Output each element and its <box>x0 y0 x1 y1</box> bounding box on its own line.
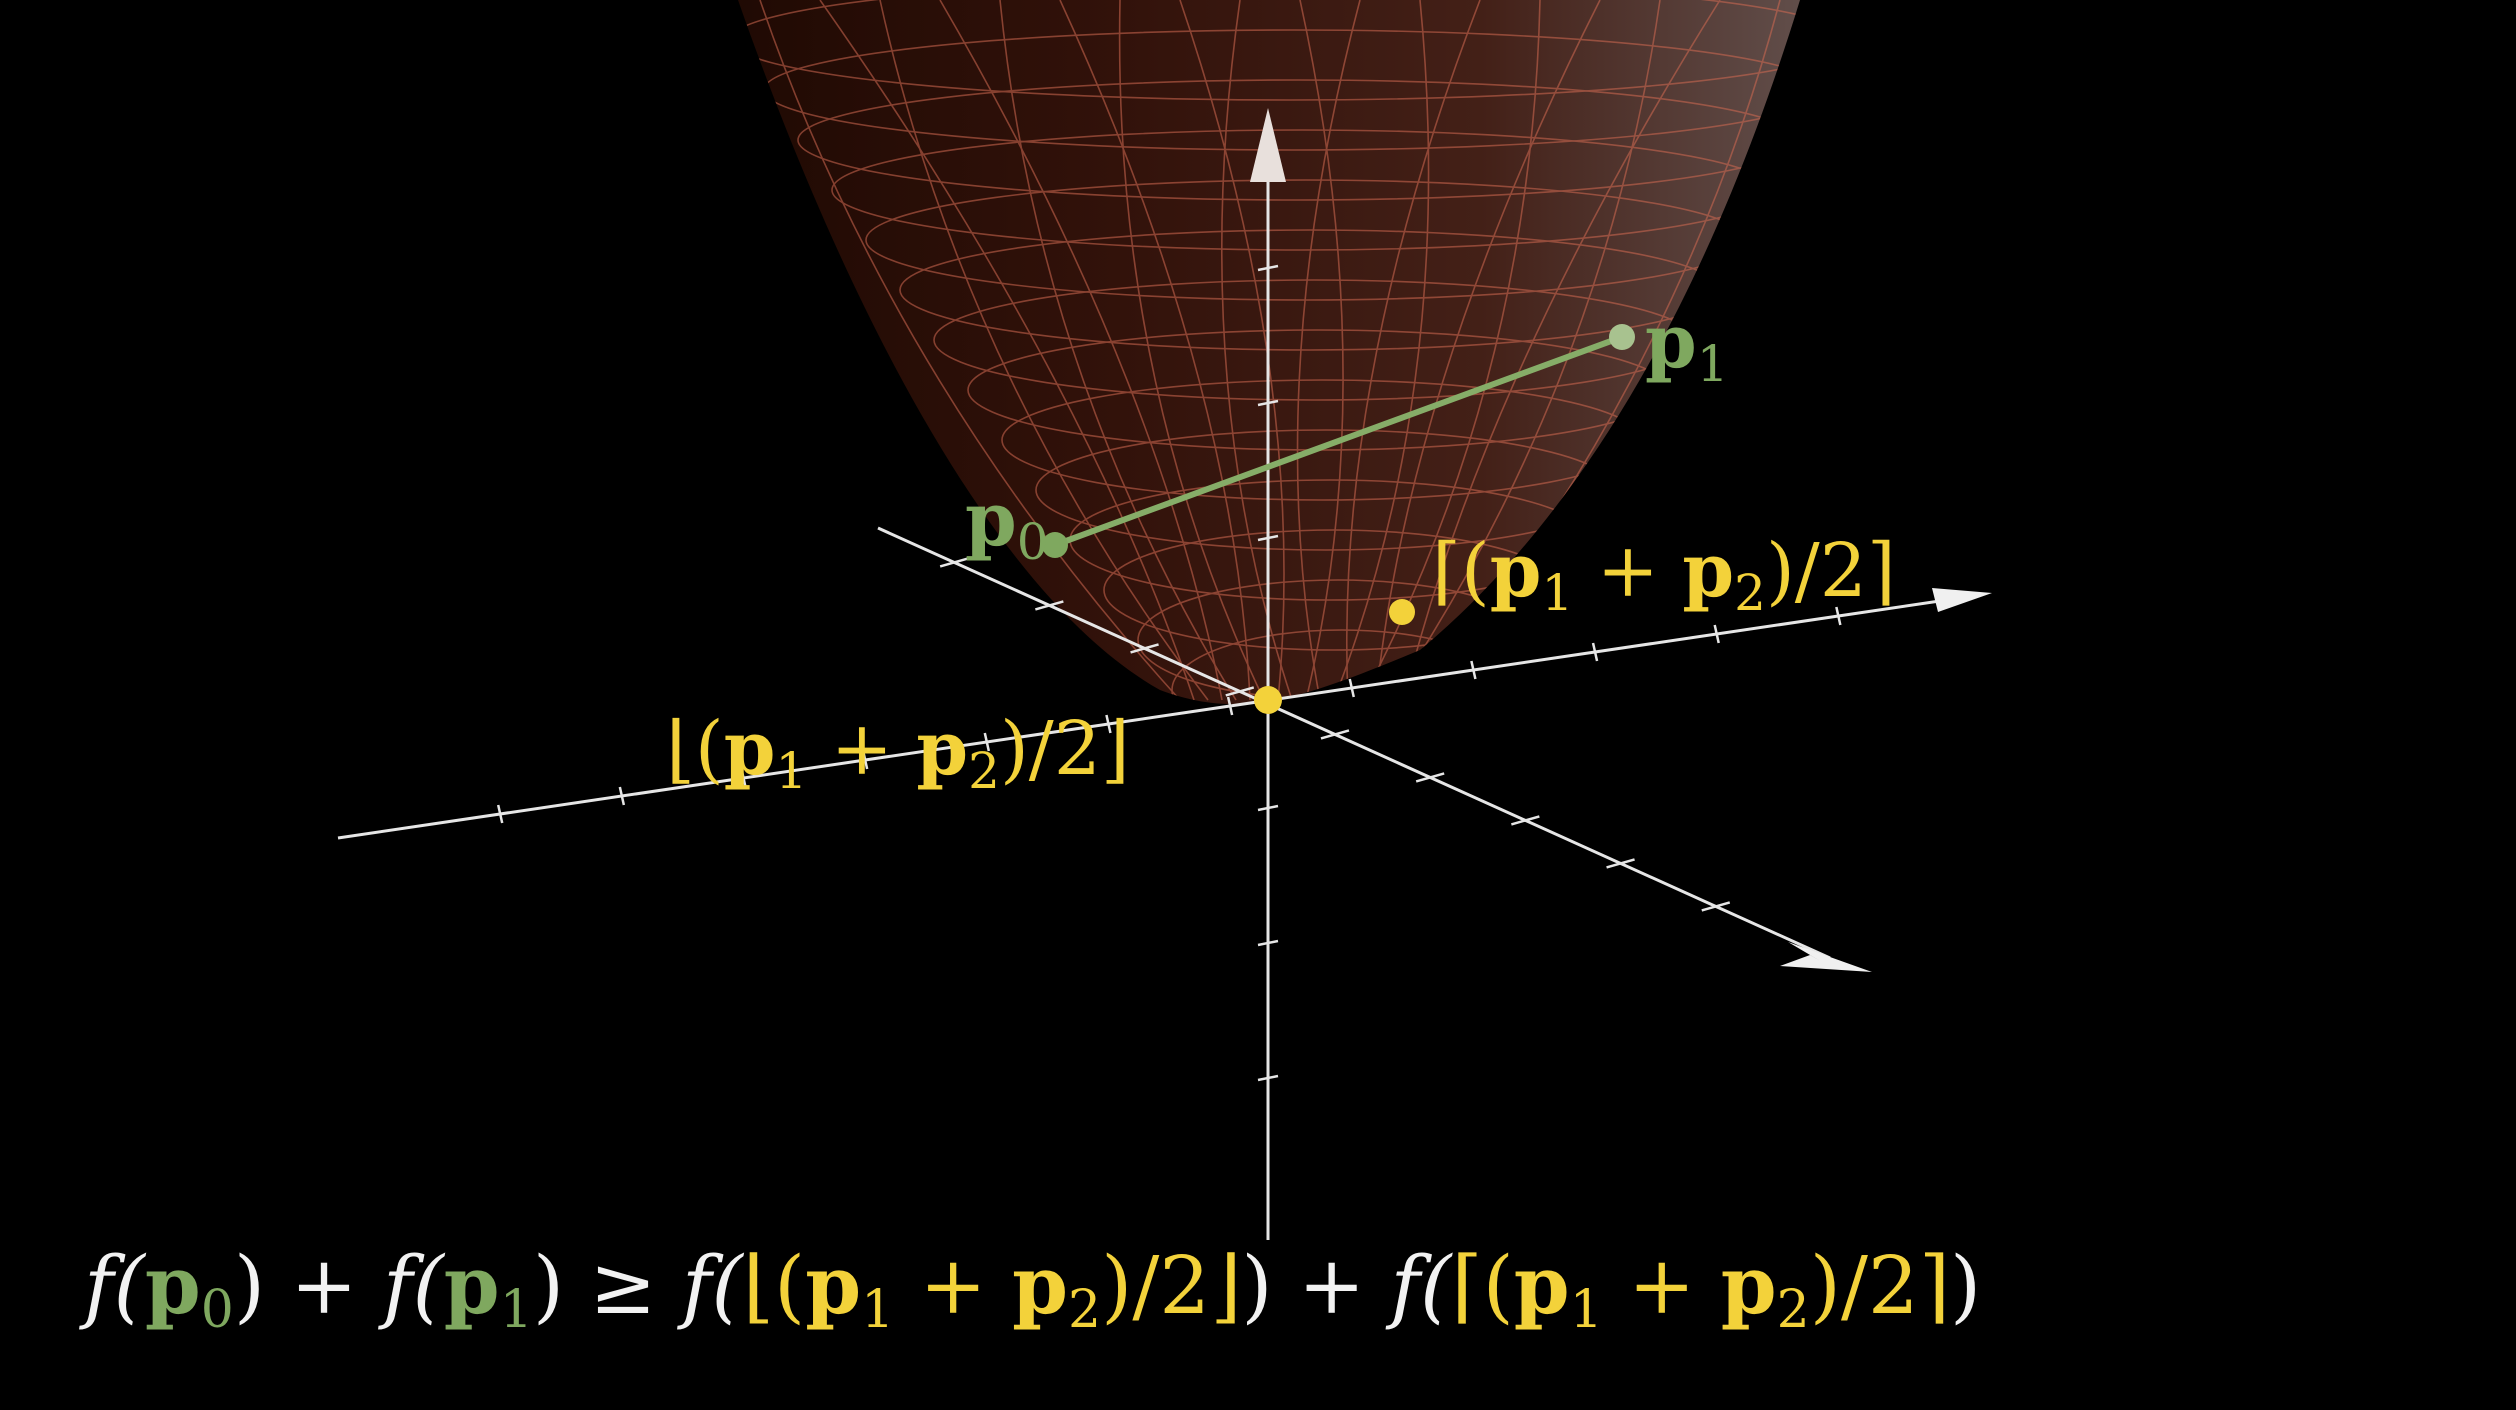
z-axis-arrowhead <box>1250 108 1286 182</box>
surface-mesh-meridian <box>1346 0 1481 701</box>
surface-mesh-meridian <box>939 0 1223 701</box>
surface-mesh-meridian <box>1059 0 1251 701</box>
label-floor-midpoint: ⌊(p1 + p2)/2⌋ <box>666 706 1130 800</box>
point-floor-midpoint <box>1254 686 1282 714</box>
axis-tick <box>1105 714 1112 734</box>
inequality-formula: f(p0) + f(p1) ≥ f(⌊(p1 + p2)/2⌋) + f(⌈(p… <box>84 1238 1982 1340</box>
axis-tick <box>1470 660 1477 680</box>
axis-tick <box>740 768 747 788</box>
axis-tick <box>1591 642 1599 662</box>
surface-mesh-meridian <box>1220 0 1293 701</box>
axis-tick <box>1713 624 1720 644</box>
surface-mesh-meridian <box>879 0 1209 701</box>
y-axis-arrowhead <box>1780 942 1872 972</box>
axis-tick <box>1415 772 1445 783</box>
point-p0 <box>1042 532 1068 558</box>
surface-mesh-meridian <box>1389 0 1661 701</box>
x-axis-arrowhead <box>1932 588 1992 612</box>
surface-mesh-meridian <box>1375 0 1601 701</box>
x-axis-line <box>337 596 1961 840</box>
axis-tick <box>1606 858 1635 869</box>
axis-tick <box>1225 686 1255 697</box>
point-p1 <box>1609 324 1635 350</box>
label-ceil-midpoint: ⌈(p1 + p2)/2⌉ <box>1432 528 1896 622</box>
axis-tick <box>861 750 869 770</box>
axis-tick <box>618 786 626 806</box>
axis-tick <box>1835 606 1842 626</box>
axis-tick <box>1226 696 1234 716</box>
point-ceil-midpoint <box>1389 599 1415 625</box>
axis-tick <box>1257 264 1279 272</box>
surface-mesh-meridian <box>999 0 1237 701</box>
axis-tick <box>983 732 991 752</box>
axis-tick <box>1130 643 1159 654</box>
surface-mesh-meridian <box>1403 0 1721 701</box>
axis-tick <box>1257 399 1279 407</box>
axis-tick <box>1701 901 1731 912</box>
surface-mesh-meridian <box>1299 0 1344 701</box>
axis-tick <box>1320 729 1350 740</box>
label-p1: p1 <box>1645 299 1729 393</box>
surface-mesh-meridian <box>819 0 1195 701</box>
axis-tick <box>496 804 504 824</box>
axis-tick <box>1257 534 1279 542</box>
axis-tick <box>939 557 969 568</box>
label-p0: p0 <box>965 477 1049 571</box>
axis-tick <box>1511 815 1540 826</box>
surface-mesh-meridian <box>1118 0 1265 701</box>
surface-mesh-meridian <box>1296 0 1361 701</box>
y-axis-line <box>877 526 1831 960</box>
axis-tick <box>1257 804 1279 812</box>
axis-tick <box>1348 678 1355 698</box>
surface-mesh-meridian <box>1333 0 1430 701</box>
axis-tick <box>1257 939 1279 947</box>
surface-mesh-meridian <box>759 0 1181 701</box>
segment-p0-p1 <box>1052 334 1625 548</box>
axis-tick <box>1257 1074 1279 1082</box>
axis-tick <box>1035 600 1064 611</box>
surface-mesh-ring <box>738 0 1800 101</box>
